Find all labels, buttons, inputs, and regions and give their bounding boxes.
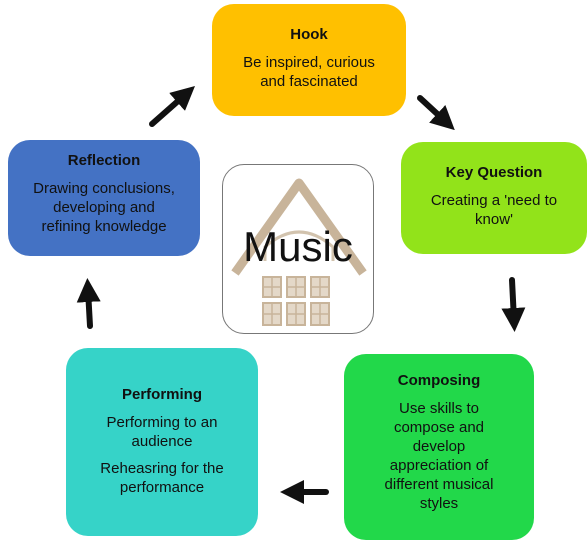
arrow-down-icon (501, 277, 526, 332)
music-label: Music (243, 223, 353, 270)
arrow-down-right-icon (417, 95, 455, 131)
reflection-title: Reflection (67, 152, 141, 169)
performing-title: Performing (121, 386, 202, 403)
reflection-text-2: developing and (53, 199, 155, 216)
hook-box: Hook Be inspired, curious and fascinated (212, 4, 406, 116)
composing-box: Composing Use skills to compose and deve… (344, 354, 534, 540)
hook-text-2: and fascinated (260, 73, 358, 90)
reflection-text-1: Drawing conclusions, (33, 180, 175, 197)
reflection-box: Reflection Drawing conclusions, developi… (8, 140, 200, 256)
arrow-up-right-icon (149, 86, 195, 127)
performing-text-1: Performing to an (106, 414, 218, 431)
reflection-text-3: refining knowledge (41, 218, 167, 235)
performing-text-4: performance (119, 479, 205, 496)
performing-box: Performing Performing to an audience Reh… (66, 348, 258, 536)
performing-text-2: audience (131, 433, 193, 450)
key-question-title: Key Question (445, 164, 543, 181)
composing-text-3: develop (412, 438, 466, 455)
composing-title: Composing (397, 372, 481, 389)
music-logo: Music (222, 164, 374, 334)
composing-text-2: compose and (393, 419, 485, 436)
composing-text-4: appreciation of (389, 457, 489, 474)
composing-text-5: different musical (384, 476, 494, 493)
hook-text-1: Be inspired, curious (243, 54, 375, 71)
composing-text-6: styles (419, 495, 459, 512)
house-icon (231, 178, 367, 326)
composing-text-1: Use skills to (398, 400, 480, 417)
key-question-box: Key Question Creating a 'need to know' (401, 142, 587, 254)
arrow-up-icon (76, 278, 101, 329)
key-question-text-1: Creating a 'need to (430, 192, 558, 209)
key-question-text-2: know' (475, 211, 513, 228)
hook-title: Hook (290, 26, 328, 43)
performing-text-3: Reheasring for the (100, 460, 224, 477)
